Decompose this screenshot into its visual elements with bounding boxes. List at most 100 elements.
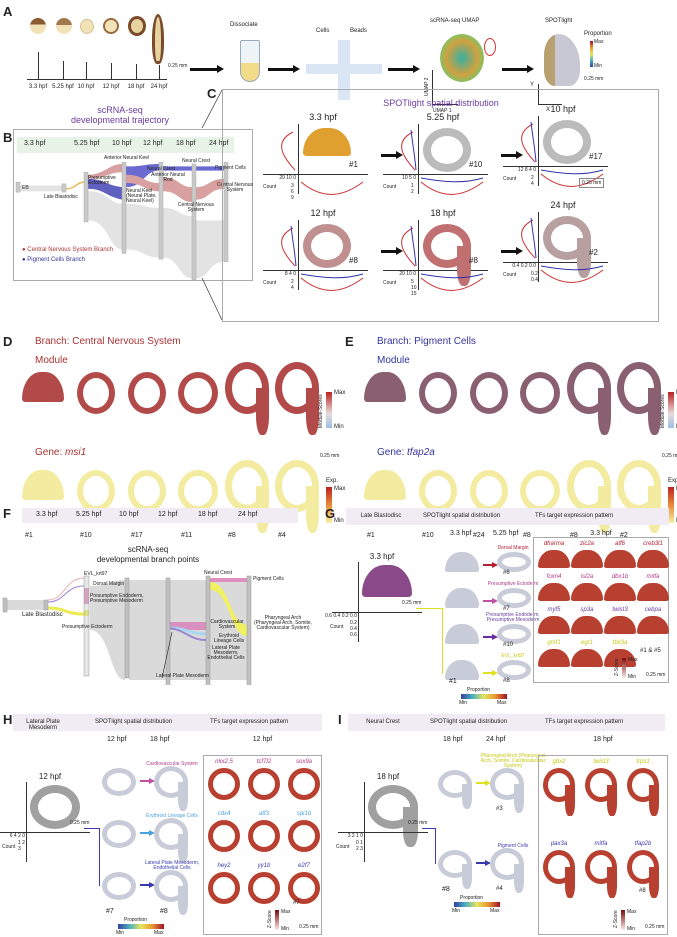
tf-expression-section (288, 768, 320, 800)
gene-name: msi1 (65, 447, 87, 458)
module-score-section-tail (597, 388, 611, 435)
tf-expression-section (571, 616, 603, 634)
section-id: #11 (181, 532, 193, 539)
arrow-icon (483, 670, 498, 676)
branch-id: #6 (503, 570, 510, 576)
section-id: #17 (131, 532, 143, 539)
branch-section-target (497, 552, 531, 572)
legend-label: Central Nervous System Branch (27, 247, 113, 253)
arrow-icon (381, 151, 403, 159)
x-ticks: 10 5 0 (402, 175, 416, 181)
tube-icon (240, 40, 260, 82)
gene-expression-section (178, 470, 218, 512)
branch-title: Branch: Central Nervous System (35, 336, 181, 347)
time-label: 5.25 hpf (74, 140, 100, 147)
tf-expression-section (604, 649, 636, 667)
min-label: Min (334, 518, 344, 524)
arrow-icon (502, 65, 534, 73)
module-title: Module (377, 355, 410, 366)
gene-expression-section-tail (305, 486, 319, 533)
tf-section-id: #8 (639, 888, 646, 894)
max-label: Max (490, 908, 500, 914)
arrow-icon (381, 247, 403, 255)
arrow-icon (476, 780, 491, 786)
node-neural-keel: Neural Keel (Neural Plate, Neural Keel) (126, 188, 157, 204)
header-source: Neural Crest (366, 719, 400, 725)
module-score-section (77, 372, 115, 414)
tf-expression-section (288, 872, 320, 904)
branch-section-target-tail (513, 784, 524, 813)
gene-prefix: Gene: (35, 447, 66, 458)
embryo-10hpf (80, 19, 94, 34)
gene-expression-section (128, 470, 166, 512)
time-marker-arrow (38, 52, 39, 79)
branch-id: #3 (496, 806, 503, 812)
proportion-colorbar (454, 902, 500, 907)
x-ticks: 0.4 0.2 0.0 (512, 263, 536, 269)
scale-bar-label: 0.25 mm (168, 63, 188, 69)
source-id: #8 (442, 886, 450, 893)
min-label: Min (459, 700, 468, 706)
node-presumptive-ectoderm: Presumptive Ectoderm (62, 624, 113, 630)
branch-section-source (102, 820, 136, 848)
tf-expression-section-tail (565, 867, 575, 898)
panel-label-d: D (3, 334, 13, 349)
section-id: #10 (422, 532, 434, 539)
header-spotlight: SPOTlight spatial distribution (430, 719, 508, 725)
time-header (22, 508, 298, 523)
panel-c-title: SPOTlight spatial distribution (383, 98, 499, 108)
max-label: Max (281, 909, 291, 915)
tf-gene-label: nkx2.5 (215, 759, 233, 765)
node-lateral-plate-mesoderm: Lateral Plate Mesoderm (156, 673, 210, 679)
tf-gene-label: creb3l1 (643, 541, 663, 547)
scale-bar-label: 0.25 mm (402, 600, 422, 606)
header-source: Lateral Plate Mesoderm (26, 719, 60, 731)
umap-plot (440, 34, 484, 82)
time-label: 5.25 hpf (52, 84, 74, 90)
zscore-colorbar (275, 910, 279, 930)
tf-gene-label: zic2a (579, 541, 595, 547)
time-label: 12 hpf (107, 736, 127, 743)
time-label: 24 hpf (486, 736, 506, 743)
scale-bar-label: 0.25 mm (646, 672, 666, 678)
max-label: Max (334, 390, 346, 396)
legend-label: Pigment Cells Branch (27, 257, 85, 263)
proportion-label: Proportion (467, 687, 491, 693)
time-marker-arrow (159, 65, 160, 79)
section-id: #8 (228, 532, 236, 539)
time-header (17, 137, 234, 153)
expression-colorbar (326, 487, 332, 523)
branch-label: Pharyngeal Arch (Pharyngeal Arch, Somite… (480, 753, 546, 769)
plot-time: 18 hpf (430, 208, 456, 218)
max-label: Max (497, 700, 507, 706)
branch-connector (422, 828, 436, 864)
branch-section-source (445, 588, 479, 608)
tf-expression-section (208, 820, 240, 852)
density-curves (521, 121, 604, 187)
node-dorsal-margin: Dorsal Margin (93, 581, 125, 587)
tf-gene-label: atf3 (258, 811, 270, 817)
module-score-section-tail (647, 388, 661, 435)
y-axis-arrow (538, 84, 539, 104)
panel-label-h: H (3, 712, 13, 727)
tf-gene-label: trps1 (636, 759, 650, 765)
tf-gene-label: mitfa (646, 574, 660, 580)
section-id: #8 (570, 532, 578, 539)
y-axis (364, 782, 365, 862)
count-label: Count (330, 624, 344, 630)
zscore-label: Z-Score (613, 910, 619, 928)
panel-f-title-2: developmental branch points (96, 555, 200, 564)
tf-expression-section (637, 616, 669, 634)
time-label: 12 hpf (252, 736, 273, 743)
umap1-label: UMAP 1 (433, 108, 452, 114)
branch-id: #8 (503, 678, 510, 684)
proportion-colorbar (118, 924, 164, 929)
section-id: #10 (80, 532, 92, 539)
droplet-channel (338, 40, 350, 100)
tf-expression-section-tail (649, 785, 659, 816)
timeline-axis (27, 79, 167, 80)
branch-label: Dorsal Margin (497, 545, 529, 551)
arrow-icon (140, 882, 155, 888)
zscore-colorbar (622, 658, 626, 678)
